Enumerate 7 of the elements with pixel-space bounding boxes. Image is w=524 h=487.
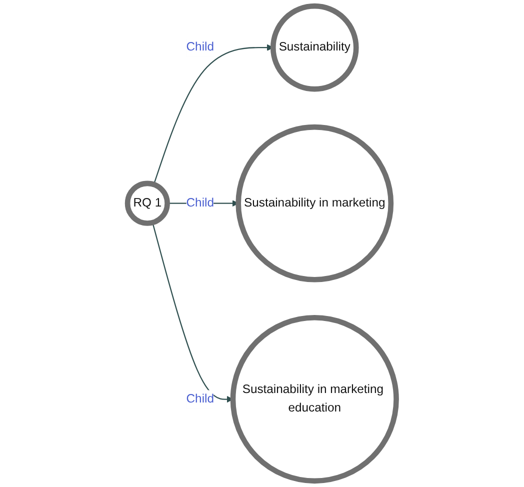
edge-label: Child <box>186 40 214 54</box>
node-circle: RQ 1 <box>124 180 170 226</box>
edge-label: Child <box>186 196 214 210</box>
node-circle: Sustainability in marketing education <box>230 314 400 484</box>
edge-label: Child <box>186 392 214 406</box>
node-circle: Sustainability in marketing <box>236 124 394 282</box>
node-circle: Sustainability <box>270 3 359 92</box>
